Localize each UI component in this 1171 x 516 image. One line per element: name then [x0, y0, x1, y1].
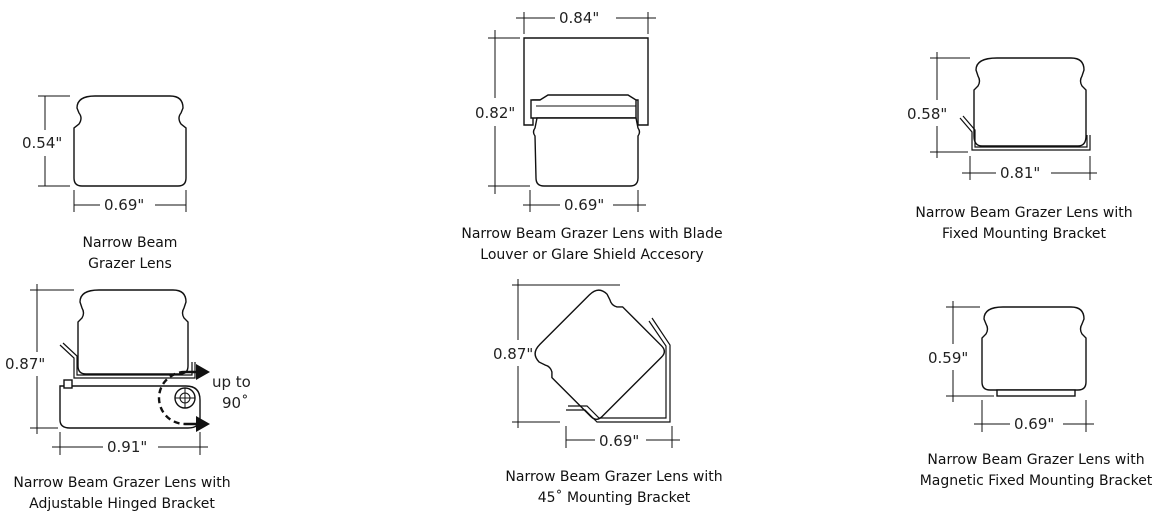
figure-fixed-bracket: 0.58" 0.81" Narrow Beam Grazer Lens with… — [907, 52, 1133, 242]
lens-profile — [973, 57, 1087, 147]
width-label: 0.91" — [107, 438, 147, 456]
caption-line-1: Narrow Beam Grazer Lens with — [915, 205, 1132, 221]
caption-line-2: Louver or Glare Shield Accesory — [480, 247, 703, 263]
height-dimension — [946, 301, 994, 402]
caption-line-2: Grazer Lens — [88, 256, 172, 272]
rotation-arc — [157, 370, 186, 426]
figure-blade-louver: 0.84" 0.82" 0.69" Narrow Beam Grazer Len… — [461, 9, 722, 263]
height-dimension — [930, 52, 970, 158]
height-label: 0.87" — [493, 345, 533, 363]
lens-profile — [534, 289, 666, 421]
caption-line-1: Narrow Beam Grazer Lens with — [505, 469, 722, 485]
top-width-dimension — [516, 12, 656, 34]
height-label: 0.54" — [22, 134, 62, 152]
caption-line-2: 45˚ Mounting Bracket — [538, 489, 691, 506]
height-dimension — [512, 279, 620, 428]
caption-line-2: Adjustable Hinged Bracket — [29, 496, 215, 512]
width-dimension — [974, 400, 1094, 432]
width-dimension — [73, 190, 187, 212]
height-dimension — [30, 284, 74, 434]
height-label: 0.87" — [5, 355, 45, 373]
width-dimension — [565, 426, 680, 448]
magnetic-base — [996, 389, 1076, 397]
mounting-bracket — [959, 117, 1091, 151]
width-label: 0.81" — [1000, 164, 1040, 182]
figure-narrow-beam-lens: 0.54" 0.69" Narrow Beam Grazer Lens — [22, 95, 187, 272]
mounting-bracket — [566, 317, 671, 423]
top-width-label: 0.84" — [559, 9, 599, 27]
base-hinge-block — [63, 379, 73, 389]
louver-shield — [523, 37, 649, 126]
lens-profile — [73, 95, 187, 187]
width-label: 0.69" — [599, 432, 639, 450]
caption-line-2: Magnetic Fixed Mounting Bracket — [920, 473, 1153, 489]
lens-profile — [532, 117, 641, 187]
width-dimension — [52, 432, 208, 455]
height-label: 0.59" — [928, 349, 968, 367]
rotation-label-line-1: up to — [212, 373, 251, 391]
figure-magnetic-bracket: 0.59" 0.69" Narrow Beam Grazer Lens with… — [920, 301, 1153, 489]
height-label: 0.58" — [907, 105, 947, 123]
width-label: 0.69" — [1014, 415, 1054, 433]
caption-line-1: Narrow Beam Grazer Lens with Blade — [461, 226, 722, 242]
figure-45-bracket: 0.87" 0.69" Narrow Beam Grazer Lens with… — [493, 279, 723, 506]
width-label: 0.69" — [564, 196, 604, 214]
width-dimension — [523, 190, 646, 212]
figure-hinged-bracket: up to 90˚ 0.87" 0.91" Narrow Beam Grazer… — [5, 284, 251, 512]
lens-profile — [981, 306, 1087, 391]
height-dimension — [488, 30, 530, 194]
height-dimension — [38, 95, 70, 187]
lens-profile — [77, 289, 189, 375]
height-label: 0.82" — [475, 104, 515, 122]
caption-line-1: Narrow Beam — [83, 235, 178, 251]
width-dimension — [962, 156, 1097, 180]
width-label: 0.69" — [104, 196, 144, 214]
caption-line-2: Fixed Mounting Bracket — [942, 226, 1107, 242]
caption-line-1: Narrow Beam Grazer Lens with — [927, 452, 1144, 468]
rotation-label-line-2: 90˚ — [222, 394, 249, 412]
caption-line-1: Narrow Beam Grazer Lens with — [13, 475, 230, 491]
